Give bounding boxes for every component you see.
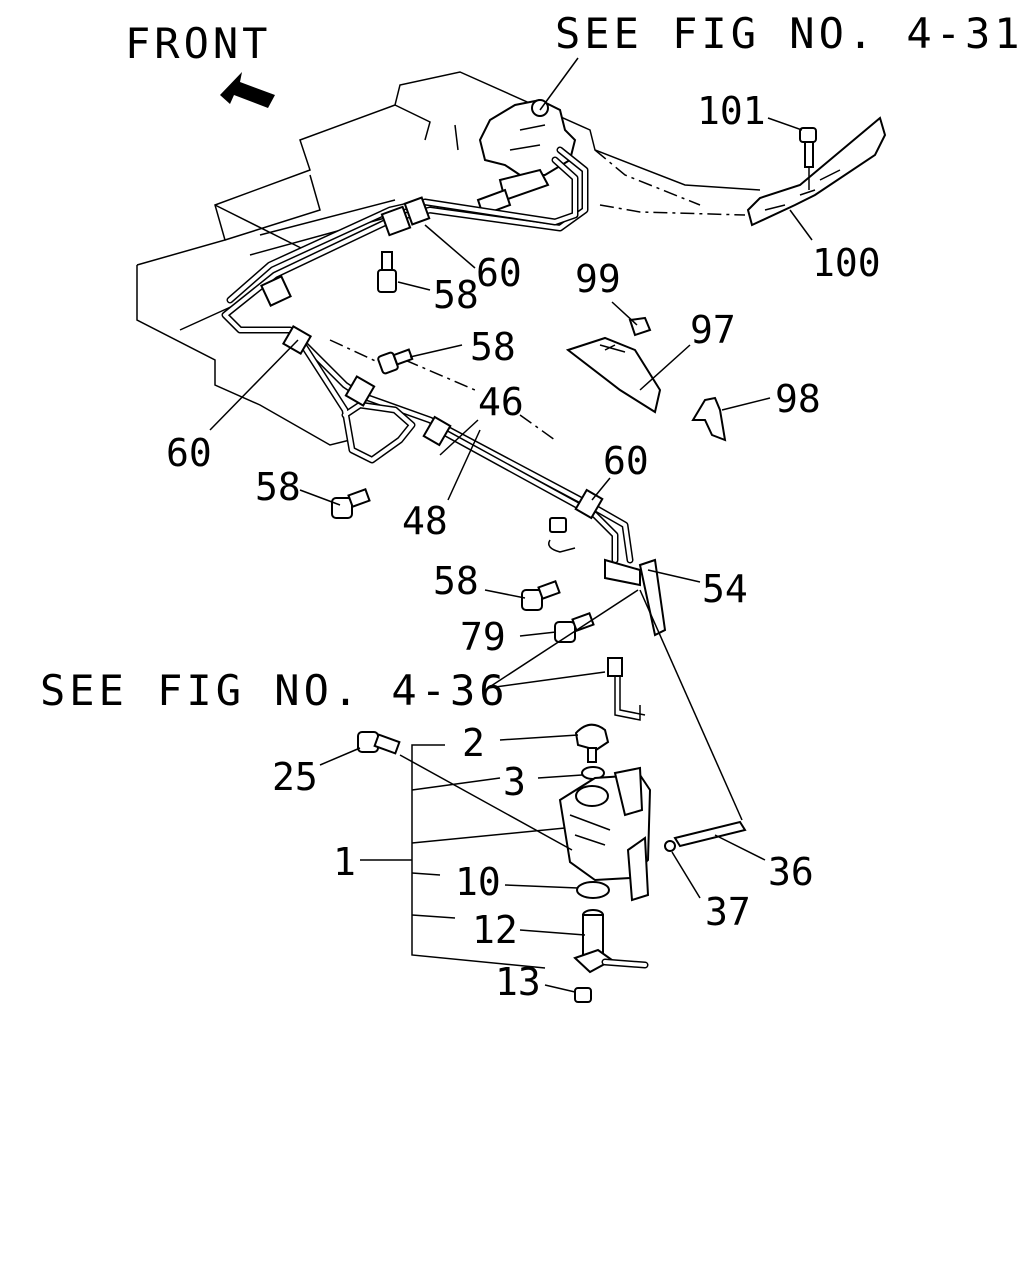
cover-97 [565, 316, 662, 414]
tank-body [558, 766, 652, 902]
callout-25: 25 [272, 755, 318, 799]
chassis-outline [136, 71, 761, 446]
callout-13: 13 [495, 960, 541, 1004]
bolt-79 [554, 612, 595, 643]
callout-58-b: 58 [470, 325, 516, 369]
callout-36: 36 [768, 850, 814, 894]
callout-37: 37 [705, 890, 751, 934]
callout-100: 100 [812, 241, 881, 285]
bracket-100 [746, 116, 887, 227]
steering-gear [476, 98, 577, 217]
callout-48: 48 [402, 499, 448, 543]
filter-12 [573, 909, 649, 974]
callout-60-c: 60 [603, 439, 649, 483]
nut-13 [574, 987, 592, 1003]
callout-10: 10 [455, 860, 501, 904]
bolt-25 [357, 731, 401, 755]
see-fig-mid-label: SEE FIG NO. 4-36 [40, 666, 509, 715]
bolt-58-a [377, 251, 397, 293]
leader-lines [209, 57, 813, 993]
reservoir-assembly [558, 657, 747, 1003]
hydraulic-pipes [221, 146, 634, 564]
pipe-clamps [260, 196, 667, 637]
callout-60-b: 60 [166, 431, 212, 475]
callout-58-c: 58 [255, 465, 301, 509]
callout-97: 97 [690, 308, 736, 352]
bracket-98 [691, 396, 727, 442]
bolt-58-c [331, 488, 371, 519]
callout-58-d: 58 [433, 559, 479, 603]
callout-99: 99 [575, 257, 621, 301]
front-label: FRONT [125, 19, 271, 68]
callout-58-a: 58 [433, 273, 479, 317]
bolt-58-b [377, 348, 414, 375]
callout-3: 3 [503, 760, 526, 804]
callout-46: 46 [478, 380, 524, 424]
callout-60-a: 60 [476, 251, 522, 295]
gasket-10 [576, 881, 610, 899]
hose-36 [673, 820, 747, 848]
callout-101: 101 [697, 89, 766, 133]
front-arrow-icon [220, 72, 275, 108]
clamp-37 [664, 840, 676, 852]
callout-12: 12 [472, 908, 518, 952]
see-fig-top-label: SEE FIG NO. 4-31 [555, 9, 1024, 58]
callout-54: 54 [702, 567, 748, 611]
bolt-58-d [521, 580, 561, 611]
callout-98: 98 [775, 377, 821, 421]
cap-2 [574, 723, 610, 763]
callout-2: 2 [462, 721, 485, 765]
callout-1: 1 [333, 840, 356, 884]
hose-fitting [607, 657, 646, 721]
nut-top [548, 517, 576, 553]
callout-79: 79 [460, 615, 506, 659]
